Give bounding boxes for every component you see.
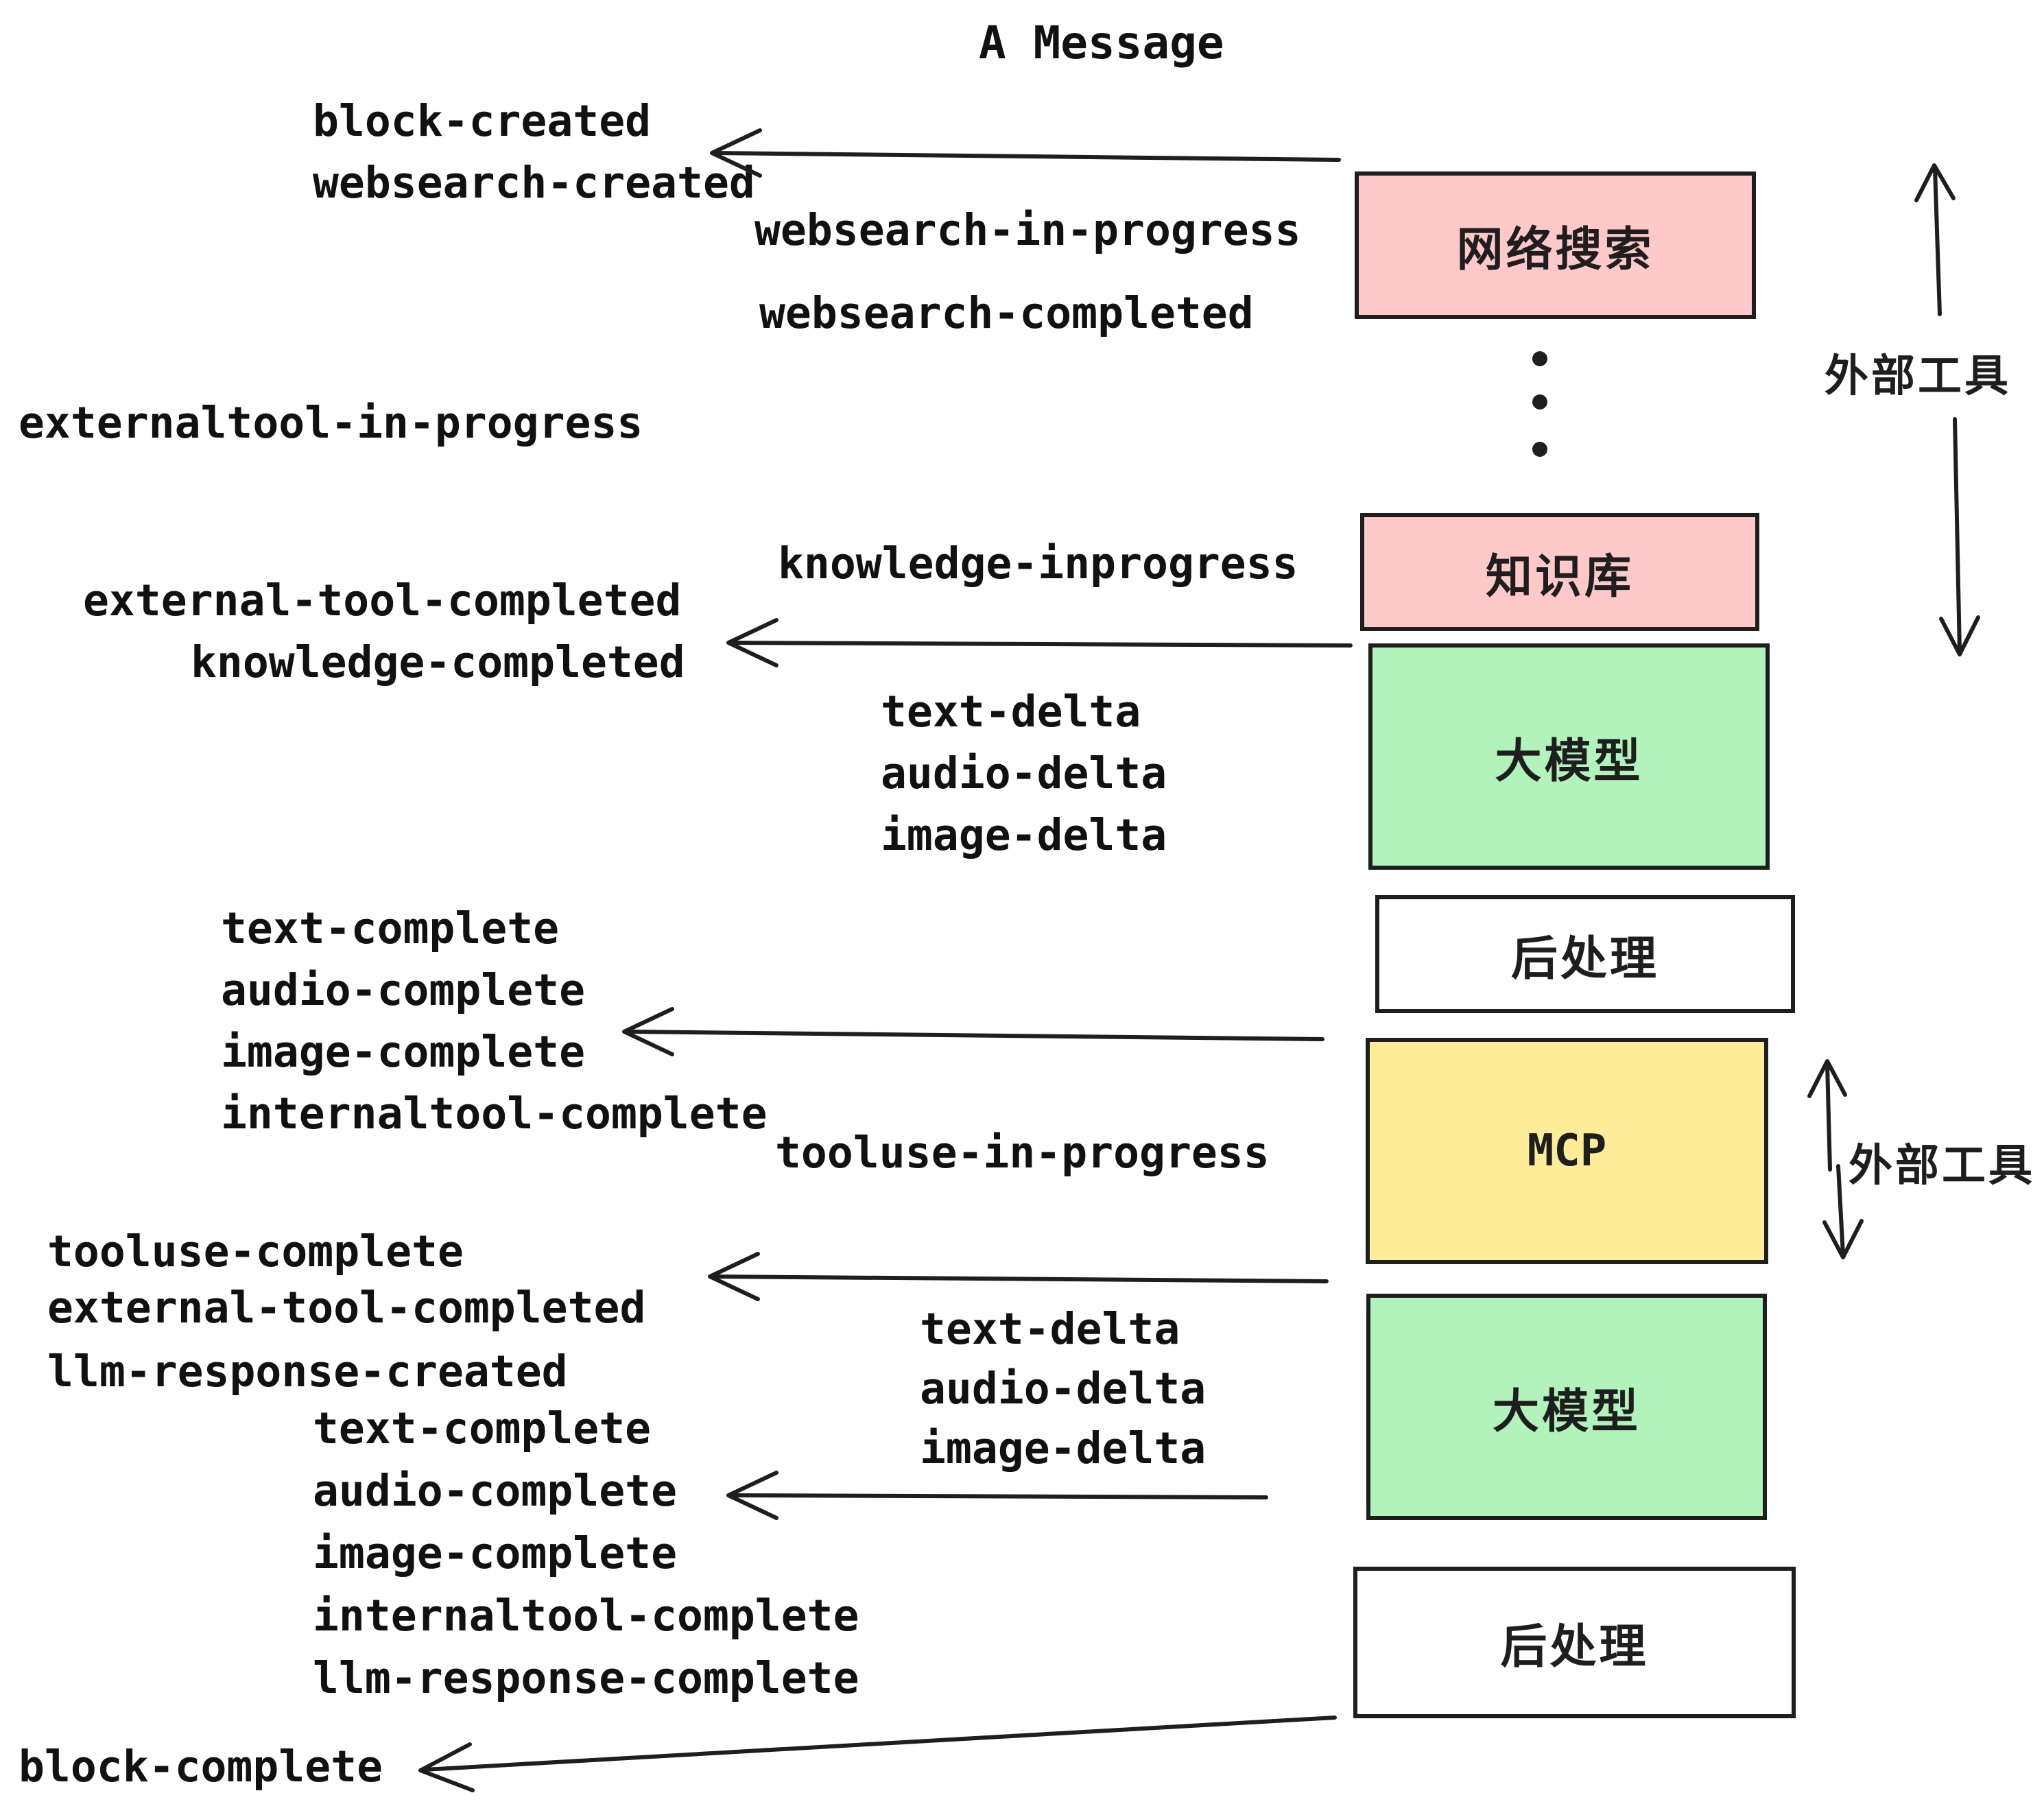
event-label-image-delta-2: image-delta <box>920 1423 1207 1473</box>
ellipsis-dot <box>1532 394 1547 410</box>
post-process-box-1-label: 后处理 <box>1510 932 1659 985</box>
double-arrow-external-tools-mcp <box>1807 1059 1864 1259</box>
arrow-image-complete <box>622 1007 1324 1056</box>
llm-box-2-label: 大模型 <box>1492 1385 1641 1438</box>
arrowhead-down <box>1822 1219 1864 1259</box>
arrow-block-created <box>710 128 1341 178</box>
arrowhead-left <box>726 618 779 667</box>
event-label-websearch-in-progress: websearch-in-progress <box>754 205 1301 255</box>
arrowhead-left <box>726 1471 779 1520</box>
knowledge-base-box-label: 知识库 <box>1485 550 1634 603</box>
arrow-knowledge-completed <box>726 618 1353 667</box>
post-process-box-2-label: 后处理 <box>1500 1621 1649 1673</box>
event-label-internaltool-complete-2: internaltool-complete <box>313 1591 859 1641</box>
event-label-image-delta-1: image-delta <box>881 810 1167 860</box>
arrow-tooluse-complete <box>708 1252 1329 1301</box>
event-label-llm-response-created: llm-response-created <box>47 1346 568 1397</box>
event-label-knowledge-inprogress: knowledge-inprogress <box>778 538 1298 589</box>
arrowhead-up <box>1914 163 1956 202</box>
arrowhead-left <box>418 1742 475 1792</box>
external-tools-label-mcp: 外部工具 <box>1849 1141 2035 1190</box>
websearch-box: 网络搜索 <box>1355 171 1756 319</box>
arrowhead-left <box>622 1007 674 1056</box>
event-label-text-complete-1: text-complete <box>221 903 560 953</box>
double-arrow-external-tools-top <box>1914 163 1980 656</box>
event-label-image-complete-1: image-complete <box>221 1027 586 1077</box>
event-label-audio-delta-1: audio-delta <box>881 748 1167 798</box>
post-process-box-1: 后处理 <box>1375 895 1795 1013</box>
event-label-knowledge-completed: knowledge-completed <box>191 637 685 687</box>
event-label-tooluse-complete: tooluse-complete <box>47 1226 464 1277</box>
event-label-externaltool-in-progress: externaltool-in-progress <box>19 398 643 448</box>
knowledge-base-box: 知识库 <box>1360 513 1759 631</box>
event-label-external-tool-completed-1: external-tool-completed <box>83 575 682 626</box>
event-label-text-delta-2: text-delta <box>920 1304 1180 1354</box>
arrow-audio-complete <box>726 1471 1268 1520</box>
event-label-internaltool-complete-1: internaltool-complete <box>221 1089 768 1139</box>
arrowhead-down <box>1939 615 1980 656</box>
event-label-audio-delta-2: audio-delta <box>920 1364 1207 1414</box>
event-label-block-created: block-created <box>313 96 652 146</box>
event-label-text-delta-1: text-delta <box>881 687 1141 737</box>
diagram-title: A Message <box>979 16 1224 69</box>
event-label-text-complete-2: text-complete <box>313 1403 652 1453</box>
event-label-block-complete: block-complete <box>19 1742 383 1792</box>
event-label-tooluse-in-progress: tooluse-in-progress <box>775 1128 1270 1178</box>
websearch-box-label: 网络搜索 <box>1456 224 1654 276</box>
ellipsis-dot <box>1532 442 1547 457</box>
event-label-websearch-created: websearch-created <box>313 158 755 208</box>
ellipsis-dot <box>1532 351 1547 366</box>
mcp-box: MCP <box>1366 1038 1768 1264</box>
llm-box-1: 大模型 <box>1368 643 1770 870</box>
llm-box-2: 大模型 <box>1366 1294 1767 1520</box>
arrow-block-complete <box>418 1716 1337 1792</box>
event-label-llm-response-complete: llm-response-complete <box>313 1653 859 1703</box>
arrowhead-left <box>708 1252 760 1301</box>
external-tools-label-top: 外部工具 <box>1825 351 2011 401</box>
event-label-websearch-completed: websearch-completed <box>759 288 1254 338</box>
post-process-box-2: 后处理 <box>1353 1567 1796 1718</box>
mcp-box-label: MCP <box>1527 1126 1607 1176</box>
llm-box-1-label: 大模型 <box>1495 735 1643 787</box>
arrowhead-left <box>710 128 762 178</box>
event-label-audio-complete-2: audio-complete <box>313 1466 678 1516</box>
arrowhead-up <box>1807 1059 1847 1098</box>
event-label-external-tool-completed-2: external-tool-completed <box>47 1283 646 1333</box>
event-label-image-complete-2: image-complete <box>313 1528 678 1578</box>
event-label-audio-complete-1: audio-complete <box>221 965 586 1015</box>
